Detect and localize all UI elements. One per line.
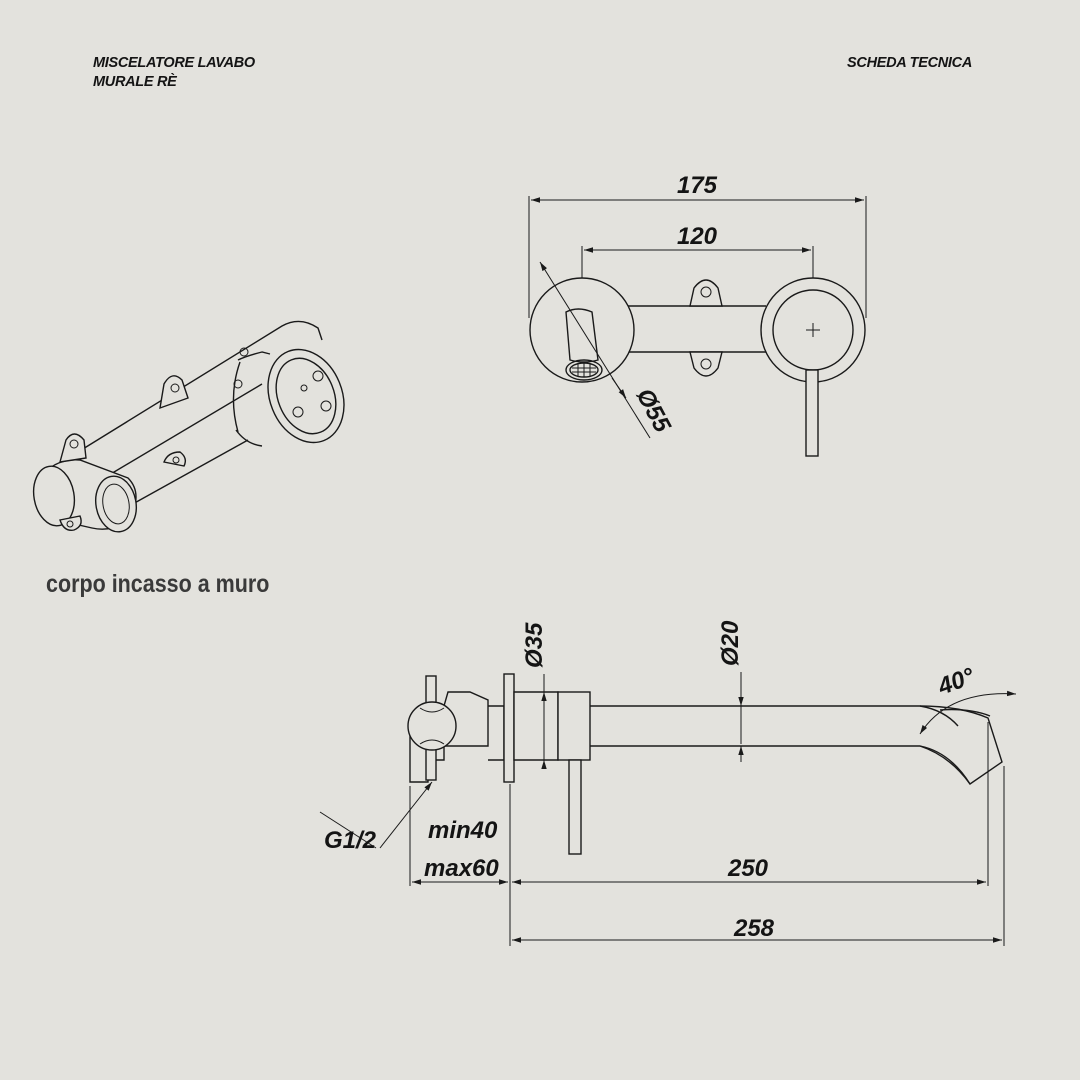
dim-width-centers: 120: [677, 223, 718, 250]
dim-thread: G1/2: [324, 827, 377, 854]
side-view: Ø35 Ø20 40° G1/2 min40 max60 250 258: [319, 620, 1017, 946]
dim-pipe-diameter: Ø35: [521, 622, 548, 668]
dim-width-total: 175: [677, 172, 718, 199]
aerator-mesh: [572, 363, 596, 377]
front-view: 175 120 Ø55: [528, 172, 867, 457]
dim-wall-min: min40: [428, 817, 498, 844]
dim-spout-angle: 40°: [934, 663, 979, 701]
dim-rosette-diameter: Ø55: [631, 384, 676, 437]
document-type: SCHEDA TECNICA: [847, 55, 972, 71]
product-title-line2: MURALE RÈ: [93, 74, 177, 90]
dim-wall-max: max60: [424, 855, 499, 882]
product-title: MISCELATORE LAVABO MURALE RÈ: [93, 54, 255, 92]
dim-spout-length: 250: [727, 855, 769, 882]
concealed-body-caption: corpo incasso a muro: [46, 570, 270, 598]
dim-overall-length: 258: [733, 915, 775, 942]
concealed-body-isometric: [32, 320, 345, 533]
product-title-line1: MISCELATORE LAVABO: [93, 55, 255, 71]
dim-spout-diameter: Ø20: [717, 620, 744, 666]
